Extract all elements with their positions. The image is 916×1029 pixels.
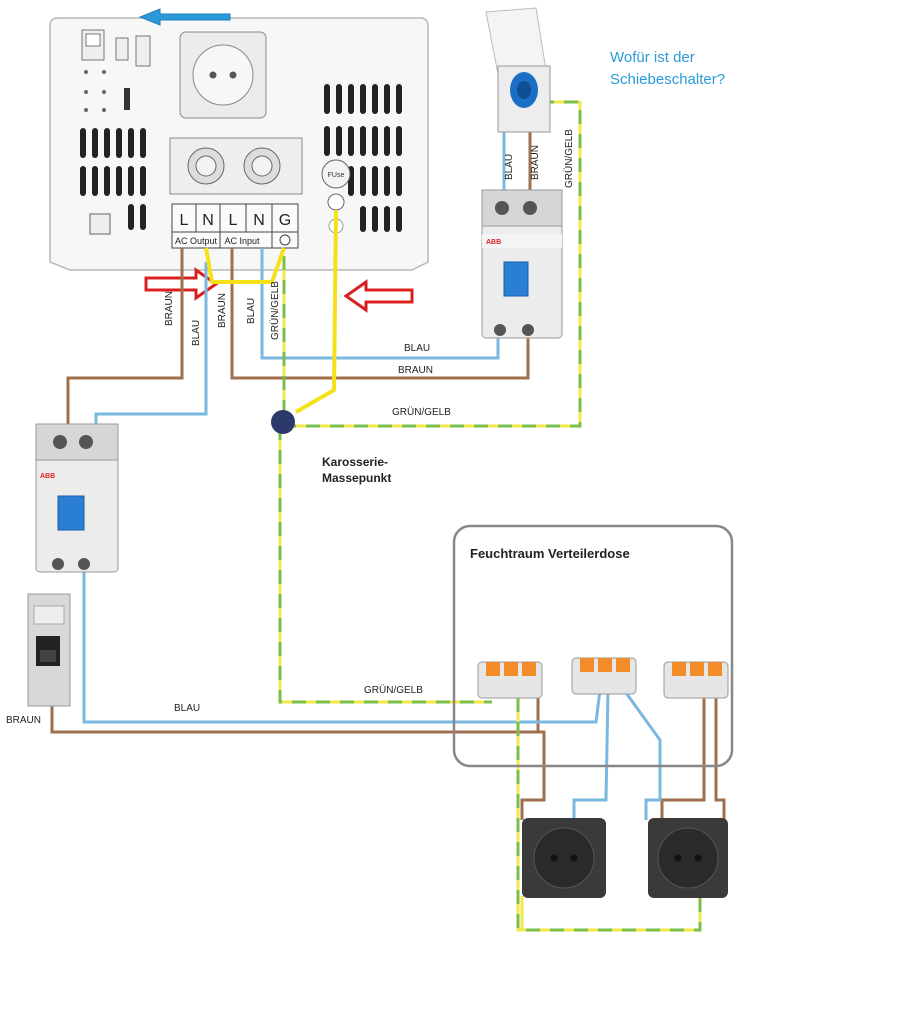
label-blau-5: BLAU	[174, 703, 200, 714]
rcd-brand-top: ABB	[486, 239, 501, 246]
label-braun-5: BRAUN	[6, 715, 41, 726]
ground-point-label-2: Massepunkt	[322, 471, 391, 485]
chassis-ground-point	[271, 410, 295, 434]
label-braun-2: BRAUN	[217, 293, 228, 328]
junction-box-title: Feuchtraum Verteilerdose	[470, 546, 630, 561]
ground-point-label-1: Karosserie-	[322, 455, 388, 469]
label-blau-1: BLAU	[191, 320, 202, 346]
wago-connector-2	[571, 657, 637, 695]
terminal-n-output: N	[202, 212, 214, 229]
wire-labels: BRAUN BLAU BRAUN BLAU GRÜN/GELB BLAU BRA…	[6, 129, 575, 726]
red-arrow-right-icon	[343, 279, 414, 313]
fuse-label: FUse	[328, 172, 345, 179]
question-line-1: Wofür ist der	[610, 49, 695, 66]
label-braun-1: BRAUN	[164, 291, 175, 326]
wago-connector-3	[663, 661, 729, 699]
label-braun-3: BRAUN	[398, 365, 433, 376]
circuit-breaker	[27, 593, 71, 707]
wago-connector-1	[477, 661, 543, 699]
terminal-l-input: L	[229, 212, 238, 229]
junction-box: Feuchtraum Verteilerdose	[452, 524, 734, 768]
rcd-left: ABB	[35, 423, 119, 573]
terminal-n-input: N	[253, 212, 265, 229]
highlight-yellow-wires	[204, 209, 338, 414]
inverter-unit: FUse L N L N G AC Output AC Input	[49, 17, 429, 271]
ground-lug-icon	[327, 193, 345, 211]
shore-power-inlet	[485, 7, 551, 133]
label-blau-3: BLAU	[404, 343, 430, 354]
label-braun-4: BRAUN	[530, 145, 541, 180]
rcd-top: ABB	[481, 189, 563, 339]
usb-port-icon-2	[135, 35, 151, 67]
terminal-l-output: L	[180, 212, 189, 229]
rcd-toggle-top	[503, 261, 529, 297]
terminal-block: L N L N G AC Output AC Input	[171, 203, 299, 249]
fuse-icon	[321, 159, 351, 189]
socket-1	[522, 818, 606, 898]
label-blau-4: BLAU	[504, 154, 515, 180]
rcd-brand-left: ABB	[40, 473, 55, 480]
comm-port-icon	[89, 213, 111, 235]
label-gruen-gelb-4: GRÜN/GELB	[364, 684, 423, 696]
rcd-toggle-left	[57, 495, 85, 531]
question-line-2: Schiebeschalter?	[610, 71, 725, 88]
label-gruen-gelb-2: GRÜN/GELB	[392, 406, 451, 418]
vent-left	[80, 128, 146, 230]
blue-wires	[82, 132, 662, 820]
usb-port-icon	[115, 37, 129, 61]
label-blau-2: BLAU	[246, 298, 257, 324]
blue-arrow-icon	[138, 8, 231, 26]
socket-2	[648, 818, 728, 898]
label-gruen-gelb-3: GRÜN/GELB	[563, 129, 575, 188]
label-gruen-gelb-1: GRÜN/GELB	[269, 281, 281, 340]
earth-wires	[278, 100, 702, 932]
vent-right	[324, 84, 402, 232]
earth-symbol-icon	[279, 234, 291, 246]
ac-input-label: AC Input	[224, 236, 260, 246]
ac-output-label: AC Output	[175, 236, 218, 246]
terminal-g: G	[279, 212, 291, 229]
